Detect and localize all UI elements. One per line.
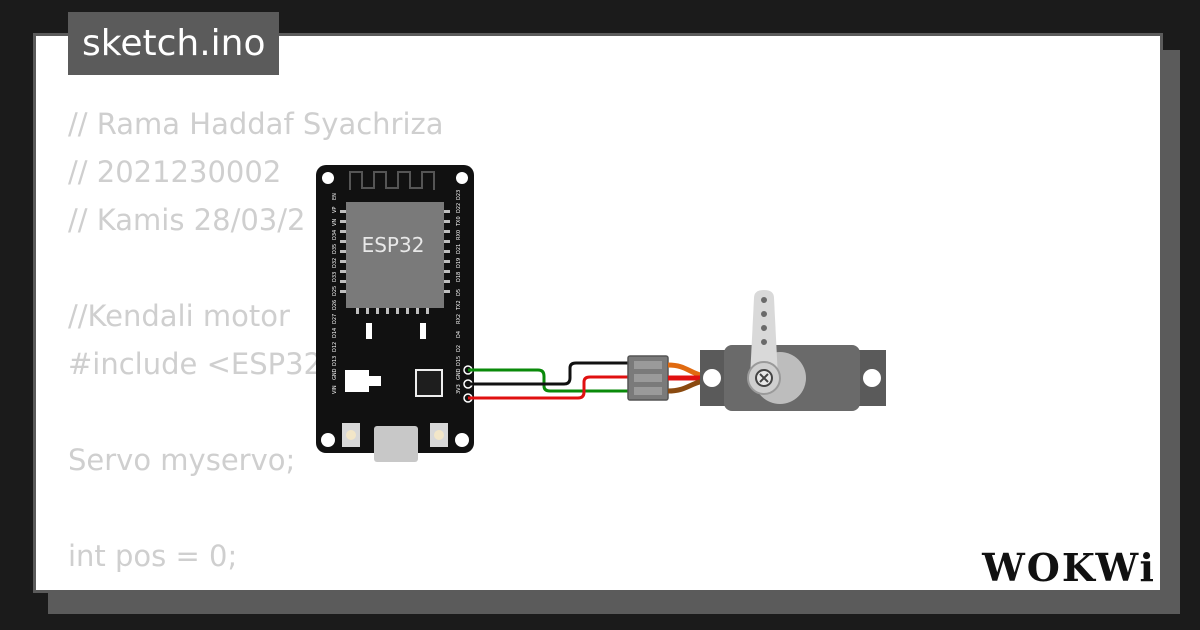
preview-card [33,33,1163,593]
code-line: int pos = 0; [68,539,238,573]
regulator-tab [369,376,381,386]
svg-text:D21: D21 [456,244,462,254]
svg-text:D32: D32 [332,258,338,268]
left-pin-labels: EN VP VN D34 D35 D32 D33 D25 D26 D27 D14… [332,193,338,394]
right-pin-labels: D23 D22 TX0 RX0 D21 D19 D18 D5 TX2 RX2 D… [456,190,462,394]
wire-3v3 [468,375,636,400]
smd-component [420,323,426,339]
svg-text:D26: D26 [332,300,338,310]
svg-text:RX2: RX2 [456,314,462,324]
svg-text:TX2: TX2 [456,300,462,311]
wokwi-logo[interactable]: WOKWi [982,545,1156,590]
svg-text:GND: GND [332,368,338,380]
svg-text:D19: D19 [456,258,462,268]
antenna-trace [349,171,435,190]
svg-text:D34: D34 [332,230,338,240]
mounting-hole [456,172,468,184]
svg-text:D35: D35 [332,244,338,254]
svg-text:VIN: VIN [332,385,338,394]
svg-text:D14: D14 [332,328,338,338]
mounting-hole [455,433,469,447]
svg-text:D12: D12 [332,342,338,352]
code-line: #include <ESP32 [68,347,323,381]
screw-cross [759,373,769,383]
servo-motor[interactable] [700,290,886,411]
code-line: // Kamis 28/03/2 [68,203,306,237]
servo-horn[interactable] [750,290,778,378]
code-line: // Rama Haddaf Syachriza [68,107,444,141]
reset-button-cap [346,430,356,440]
svg-text:D13: D13 [332,356,338,366]
svg-text:D4: D4 [456,331,462,338]
svg-text:D5: D5 [456,289,462,296]
svg-text:D25: D25 [332,286,338,296]
wire-gnd [468,361,636,386]
servo-connector [627,355,669,401]
mounting-hole [322,172,334,184]
svg-text:GND: GND [456,368,462,380]
code-line: Servo myservo; [68,443,296,477]
esp32-board[interactable]: ESP32 EN VP VN D34 D35 D32 D33 D25 D26 D… [316,165,474,462]
wire-signal [468,368,636,393]
wires [468,361,636,400]
svg-text:D33: D33 [332,272,338,282]
svg-text:3V3: 3V3 [456,384,462,394]
mounting-hole [321,433,335,447]
boot-button-cap [434,430,444,440]
esp32-module [346,202,444,308]
svg-text:D22: D22 [456,203,462,213]
esp32-label: ESP32 [362,233,425,257]
chip-pads [340,210,450,314]
code-preview: // Rama Haddaf Syachriza // 2021230002 /… [68,100,444,580]
horn-holes [761,297,767,345]
svg-text:D27: D27 [332,314,338,324]
svg-text:EN: EN [332,193,338,200]
smd-component [366,323,372,339]
svg-text:TX0: TX0 [456,216,462,227]
usb-uart-chip [415,369,443,397]
svg-text:D15: D15 [456,356,462,366]
svg-text:VN: VN [332,219,338,226]
regulator [345,370,369,392]
file-tab[interactable]: sketch.ino [68,12,280,75]
code-line: //Kendali motor [68,299,290,333]
code-line: // 2021230002 [68,155,282,189]
svg-text:D18: D18 [456,272,462,282]
mount-hole [863,369,881,387]
svg-text:RX0: RX0 [456,230,462,240]
mount-hole [703,369,721,387]
svg-text:VP: VP [332,207,338,213]
usb-connector [374,426,418,462]
svg-text:D2: D2 [456,345,462,352]
svg-text:D23: D23 [456,190,462,200]
